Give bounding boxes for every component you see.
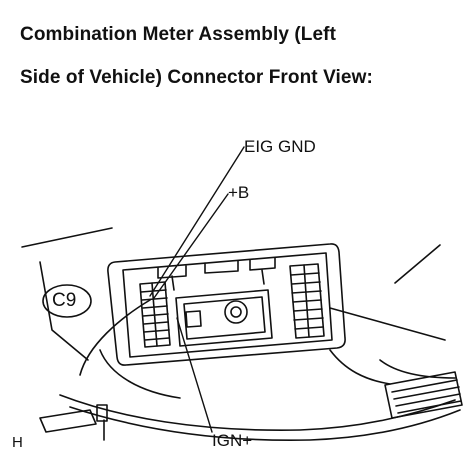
connector-housing <box>107 243 346 366</box>
diagram-title-line-1: Combination Meter Assembly (Left <box>20 24 337 45</box>
connector-code-label: C9 <box>52 290 77 311</box>
callout-ign-plus: IGN+ <box>212 431 253 450</box>
callout-plus-b: +B <box>228 183 250 202</box>
edge-label: H <box>12 434 23 451</box>
right-pin-block <box>289 263 325 339</box>
connector-code-ellipse <box>42 284 92 318</box>
diagram-title-line-2: Side of Vehicle) Connector Front View: <box>20 67 373 88</box>
left-pin-block <box>139 281 171 348</box>
housing-tabs <box>157 257 276 291</box>
ribbon-connector <box>384 371 463 419</box>
callout-eig-gnd: EIG GND <box>244 137 316 156</box>
center-boss <box>175 289 273 347</box>
clip-part <box>39 404 108 441</box>
panel-outline <box>21 227 446 376</box>
leader-lines <box>149 146 245 433</box>
